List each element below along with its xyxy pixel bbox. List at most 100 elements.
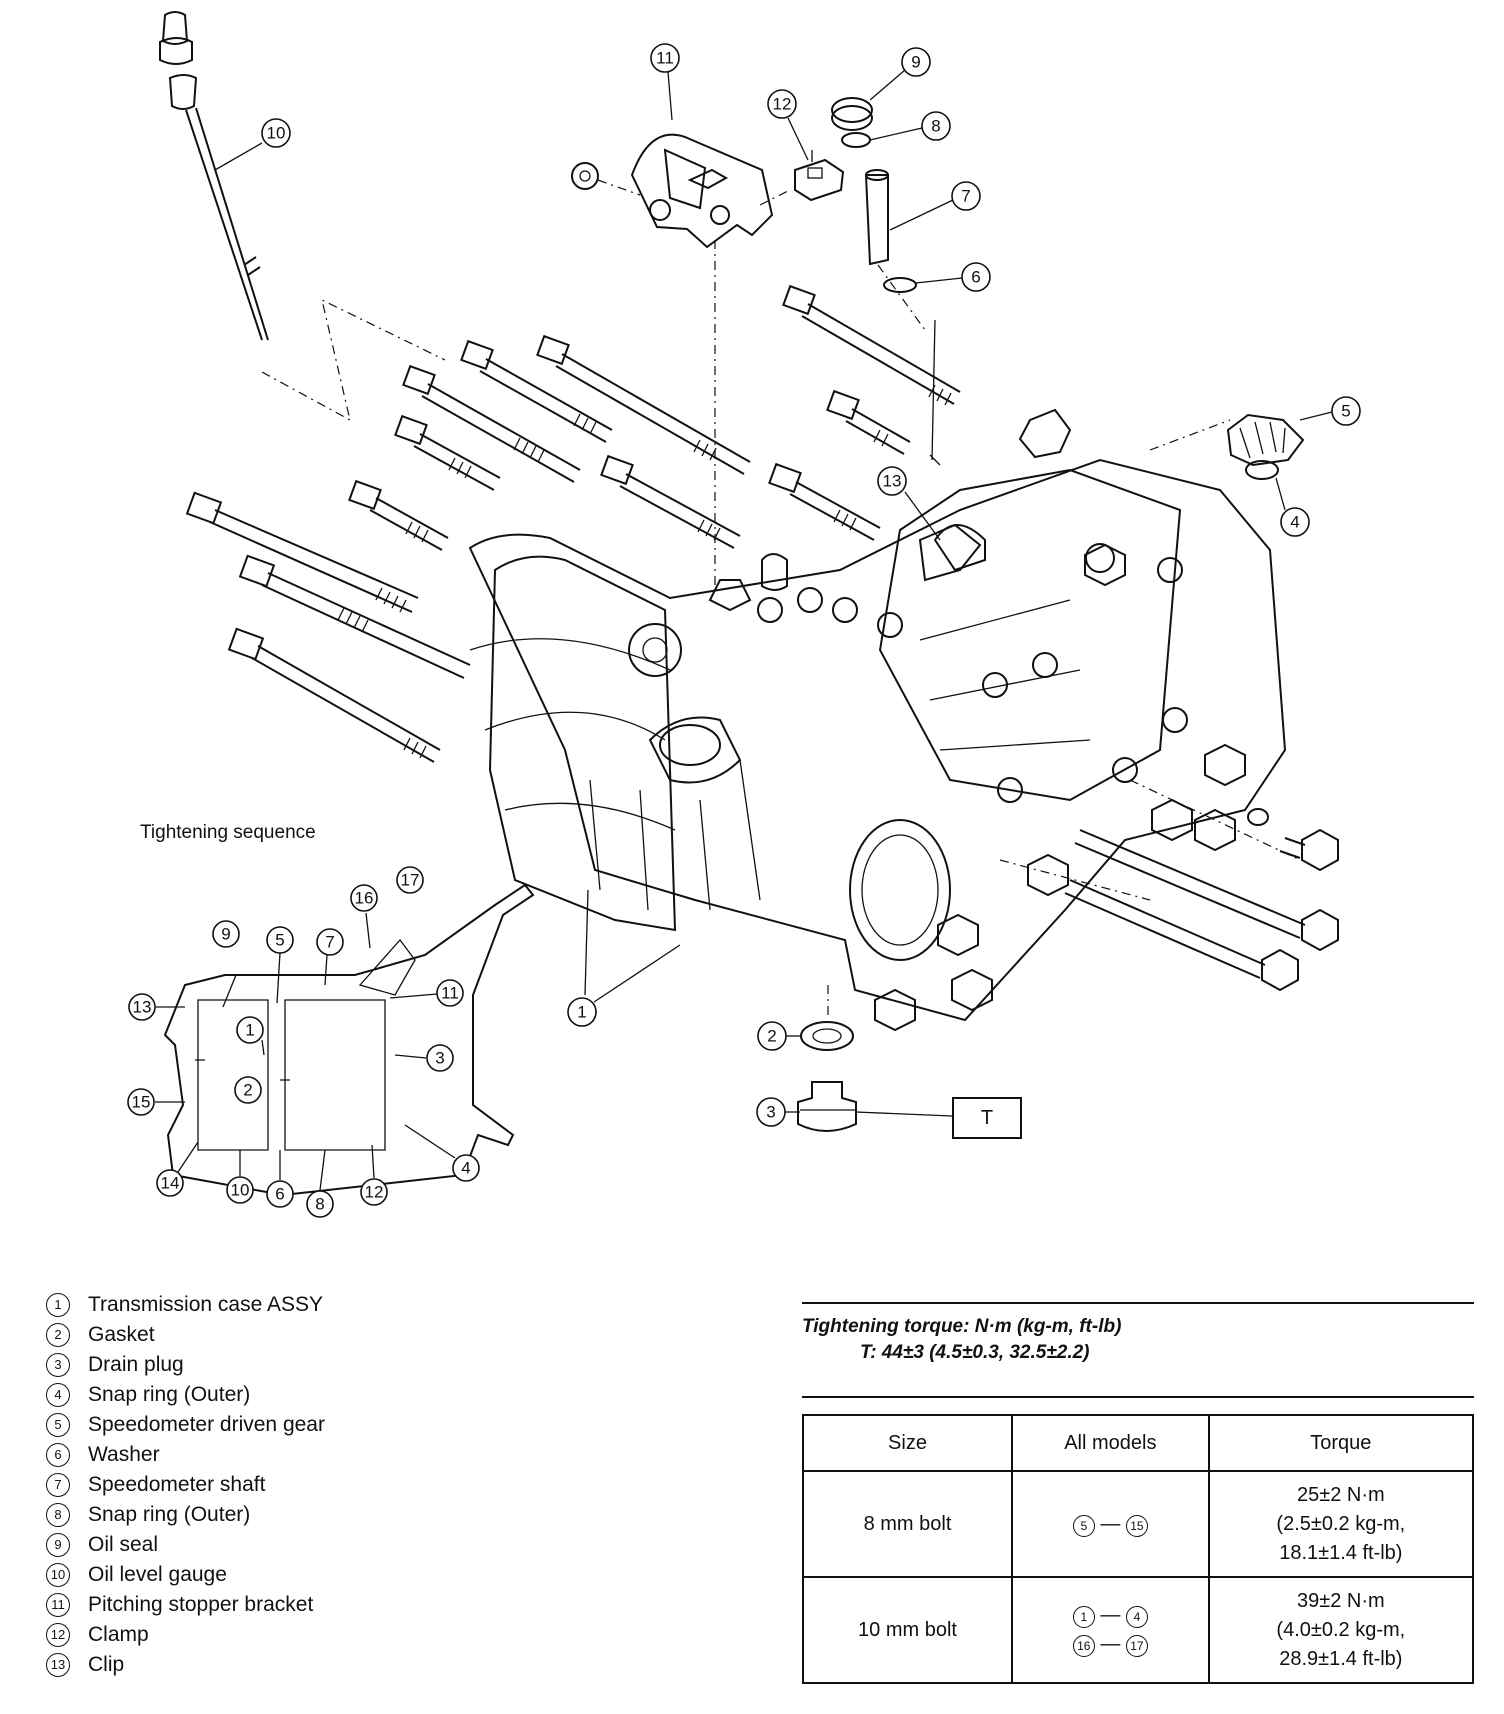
speedometer-driven-gear: [1149, 413, 1305, 480]
svg-text:9: 9: [911, 53, 920, 72]
svg-text:11: 11: [656, 49, 674, 68]
bolt-number: 15: [1125, 1514, 1148, 1537]
seq-3: 3: [426, 1044, 454, 1072]
svg-text:13: 13: [883, 472, 902, 491]
svg-text:7: 7: [325, 933, 334, 952]
case-bolts-left: [185, 284, 961, 763]
clamp: [794, 150, 845, 202]
pitching-stopper-bracket: [571, 133, 791, 590]
bolt-number: 5: [1072, 1514, 1095, 1537]
header-all-models: All models: [1011, 1414, 1210, 1472]
svg-text:8: 8: [315, 1195, 324, 1214]
tightening-torque-note: Tightening torque: N·m (kg-m, ft-lb) T: …: [802, 1302, 1474, 1398]
svg-text:3: 3: [766, 1103, 775, 1122]
seq-17: 17: [396, 866, 424, 894]
torque-cell: 39±2 N·m (4.0±0.2 kg-m, 28.9±1.4 ft-lb): [1207, 1576, 1475, 1684]
oil-level-gauge: [159, 11, 446, 422]
torque-value: T: 44±3 (4.5±0.3, 32.5±2.2): [860, 1342, 1090, 1363]
bolt-number: 16: [1072, 1635, 1095, 1657]
svg-text:16: 16: [355, 889, 374, 908]
seq-13: 13: [128, 993, 156, 1021]
seq-7: 7: [316, 928, 344, 956]
size-cell: 8 mm bolt: [801, 1470, 1014, 1578]
callout-5: 5: [1331, 396, 1361, 426]
callout-10: 10: [261, 118, 291, 148]
svg-text:10: 10: [231, 1181, 250, 1200]
seq-5: 5: [266, 926, 294, 954]
svg-text:4: 4: [461, 1159, 470, 1178]
svg-text:10: 10: [267, 124, 286, 143]
seq-6: 6: [266, 1180, 294, 1208]
clip: [918, 319, 982, 582]
drain-plug-torque-box: T: [952, 1097, 1022, 1139]
seq-8: 8: [306, 1190, 334, 1218]
seq-11: 11: [436, 979, 464, 1007]
table-row: 10 mm bolt 1 — 4 16 — 17 39±2 N·m (4.0±0…: [801, 1576, 1475, 1684]
callout-3: 3: [756, 1097, 786, 1127]
svg-text:13: 13: [133, 998, 152, 1017]
seq-16: 16: [350, 884, 378, 912]
svg-text:12: 12: [365, 1183, 384, 1202]
bolt-number: 4: [1125, 1606, 1148, 1628]
callout-2: 2: [757, 1021, 787, 1051]
bolt-number: 1: [1072, 1606, 1095, 1628]
divider: [802, 1396, 1474, 1398]
seq-1: 1: [236, 1016, 264, 1044]
sequence-callouts: 9 5 7 16 17 11 13 1 3 2 15 4 14 10 6 8 1…: [127, 866, 480, 1218]
svg-text:9: 9: [221, 925, 230, 944]
callout-12: 12: [767, 89, 797, 119]
seq-12: 12: [360, 1178, 388, 1206]
bolt-torque-table: Size All models Torque 8 mm bolt 5 — 15 …: [801, 1414, 1475, 1684]
svg-text:17: 17: [401, 871, 420, 890]
transmission-case: [468, 408, 1287, 1022]
svg-text:1: 1: [245, 1021, 254, 1040]
svg-text:14: 14: [161, 1174, 180, 1193]
tightening-sequence-title: Tightening sequence: [140, 822, 316, 843]
seq-10: 10: [226, 1176, 254, 1204]
callout-7: 7: [951, 181, 981, 211]
svg-text:15: 15: [132, 1093, 151, 1112]
callout-9: 9: [901, 47, 931, 77]
torque-cell: 25±2 N·m (2.5±0.2 kg-m, 18.1±1.4 ft-lb): [1207, 1470, 1475, 1578]
svg-text:8: 8: [931, 117, 940, 136]
torque-title: Tightening torque: N·m (kg-m, ft-lb): [802, 1316, 1122, 1337]
bolt-number: 17: [1125, 1635, 1148, 1657]
models-cell: 1 — 4 16 — 17: [1011, 1576, 1210, 1684]
svg-text:7: 7: [961, 187, 970, 206]
svg-text:11: 11: [441, 984, 459, 1003]
seq-9: 9: [212, 920, 240, 948]
svg-text:6: 6: [275, 1185, 284, 1204]
svg-text:2: 2: [767, 1027, 776, 1046]
right-side-studs-and-nuts: [874, 543, 1339, 1032]
callout-6: 6: [961, 262, 991, 292]
models-cell: 5 — 15: [1011, 1470, 1210, 1578]
callout-8: 8: [921, 111, 951, 141]
svg-text:4: 4: [1290, 513, 1299, 532]
callout-4: 4: [1280, 507, 1310, 537]
callout-13: 13: [877, 466, 907, 496]
svg-text:1: 1: [577, 1003, 586, 1022]
svg-text:5: 5: [1341, 402, 1350, 421]
seq-15: 15: [127, 1088, 155, 1116]
svg-text:2: 2: [243, 1081, 252, 1100]
speedometer-parts: [831, 97, 926, 331]
table-row: 8 mm bolt 5 — 15 25±2 N·m (2.5±0.2 kg-m,…: [801, 1470, 1475, 1578]
callout-1: 1: [567, 997, 597, 1027]
svg-text:12: 12: [773, 95, 792, 114]
tightening-sequence-diagram: [163, 883, 535, 1197]
svg-text:5: 5: [275, 931, 284, 950]
size-cell: 10 mm bolt: [801, 1576, 1014, 1684]
table-header-row: Size All models Torque: [801, 1414, 1475, 1472]
header-torque: Torque: [1207, 1414, 1475, 1472]
seq-4: 4: [452, 1154, 480, 1182]
